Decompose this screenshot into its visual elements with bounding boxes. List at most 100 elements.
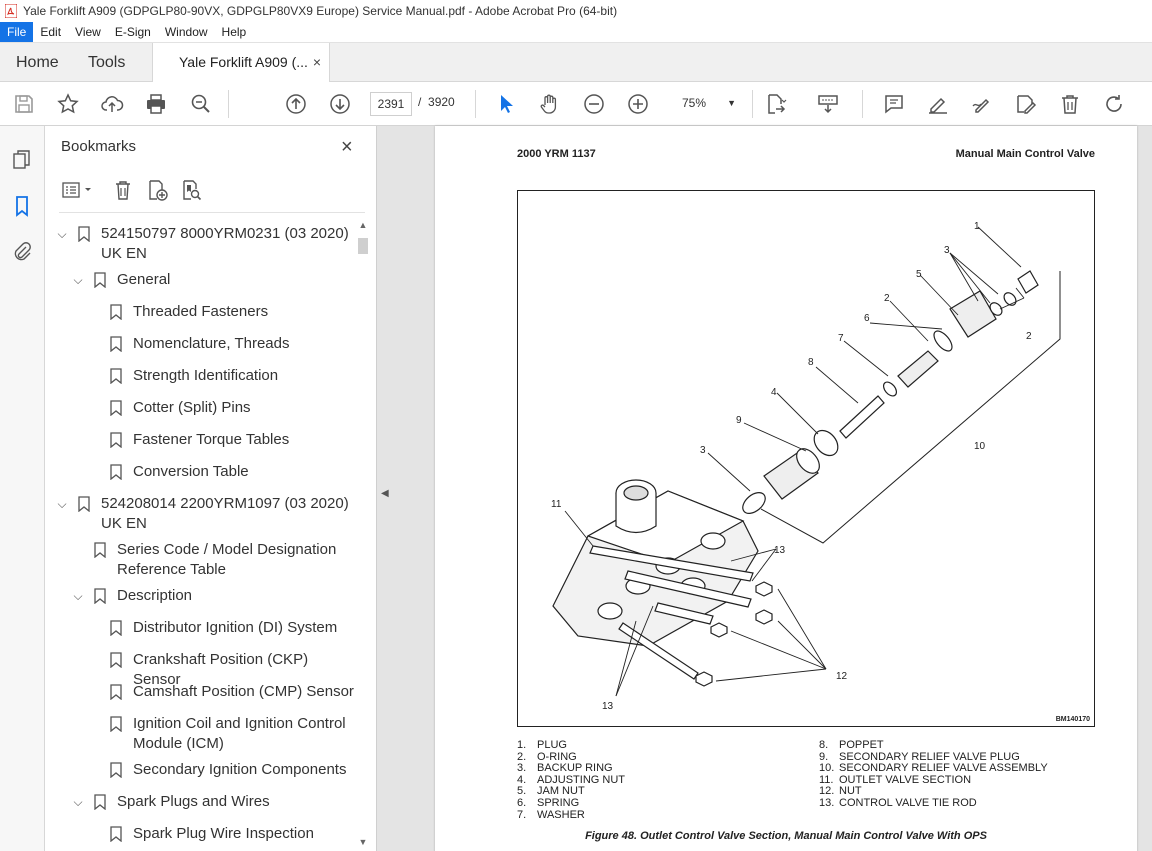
bookmark-item-524150797[interactable]: ⌵ 524150797 8000YRM0231 (03 2020) UK EN <box>45 224 355 264</box>
bookmark-item-spark-plugs[interactable]: ⌵ Spark Plugs and Wires <box>45 792 355 812</box>
new-bookmark-icon[interactable] <box>143 176 171 204</box>
zoom-search-icon[interactable] <box>187 90 215 118</box>
bookmark-label: Spark Plugs and Wires <box>117 793 270 810</box>
bookmark-options-icon[interactable] <box>59 176 97 204</box>
star-icon[interactable] <box>54 90 82 118</box>
page-number-input[interactable]: 2391 <box>370 92 412 116</box>
legend-number: 5. <box>517 785 527 798</box>
bookmark-icon <box>94 542 106 558</box>
bookmark-item-cmp-sensor[interactable]: Camshaft Position (CMP) Sensor <box>45 682 355 702</box>
chevron-down-icon[interactable]: ⌵ <box>73 273 83 287</box>
delete-icon[interactable] <box>1056 90 1084 118</box>
chevron-down-icon[interactable]: ⌵ <box>57 227 67 241</box>
chevron-down-icon[interactable]: ⌵ <box>57 497 67 511</box>
highlight-pen-icon[interactable] <box>924 90 952 118</box>
comment-icon[interactable] <box>880 90 908 118</box>
legend-row: 8.POPPET <box>819 739 1048 752</box>
figure-caption: Figure 48. Outlet Control Valve Section,… <box>585 830 987 842</box>
bookmark-item-conversion-table[interactable]: Conversion Table <box>45 462 355 482</box>
zoom-level-value: 75% <box>682 96 707 110</box>
bookmark-item-threaded-fasteners[interactable]: Threaded Fasteners <box>45 302 355 322</box>
scroll-up-icon[interactable]: ▲ <box>358 220 368 230</box>
tab-document[interactable]: Yale Forklift A909 (... × <box>152 43 330 83</box>
callout-label: 9 <box>736 415 742 426</box>
bookmark-item-series-code[interactable]: Series Code / Model Designation Referenc… <box>45 540 355 580</box>
attachment-paperclip-icon[interactable] <box>8 238 36 266</box>
bookmark-item-spark-plug-wire[interactable]: Spark Plug Wire Inspection <box>45 824 355 844</box>
bookmark-item-description[interactable]: ⌵ Description <box>45 586 355 606</box>
legend-row: 1.PLUG <box>517 739 625 752</box>
bookmark-scrollbar[interactable]: ▲ ▼ <box>355 220 371 851</box>
select-cursor-icon[interactable] <box>492 90 520 118</box>
chevron-down-icon[interactable]: ⌵ <box>73 795 83 809</box>
print-icon[interactable] <box>142 90 170 118</box>
legend-row: 11.OUTLET VALVE SECTION <box>819 774 1048 787</box>
tab-home[interactable]: Home <box>16 54 59 71</box>
menu-window[interactable]: Window <box>164 25 208 39</box>
menu-view[interactable]: View <box>75 25 101 39</box>
bookmark-icon <box>110 684 122 700</box>
legend-text: SECONDARY RELIEF VALVE ASSEMBLY <box>839 762 1048 775</box>
bookmark-item-secondary-ignition[interactable]: Secondary Ignition Components <box>45 760 355 780</box>
find-bookmark-icon[interactable] <box>177 176 205 204</box>
bookmark-label: General <box>117 271 171 288</box>
legend-text: O-RING <box>537 750 577 763</box>
tab-tools[interactable]: Tools <box>88 54 126 71</box>
menu-help[interactable]: Help <box>221 25 247 39</box>
scrollbar-thumb[interactable] <box>358 238 368 254</box>
hand-tool-icon[interactable] <box>536 90 564 118</box>
page-up-icon[interactable] <box>282 90 310 118</box>
menu-esign[interactable]: E-Sign <box>114 25 151 39</box>
toolbar: 2391 / 3920 75%▼ <box>0 82 1152 126</box>
page-down-icon[interactable] <box>326 90 354 118</box>
rotate-icon[interactable] <box>1100 90 1128 118</box>
menu-bar: File Edit View E-Sign Window Help <box>0 22 1152 42</box>
callout-label: 13 <box>774 545 786 556</box>
toolbar-divider <box>752 90 753 118</box>
upload-cloud-icon[interactable] <box>98 90 126 118</box>
callout-label: 11 <box>551 499 562 510</box>
save-icon[interactable] <box>10 90 38 118</box>
bookmark-item-nomenclature[interactable]: Nomenclature, Threads <box>45 334 355 354</box>
panel-close-icon[interactable]: × <box>341 136 353 158</box>
bookmark-label-line2: UK EN <box>101 515 147 532</box>
tab-close-icon[interactable]: × <box>312 54 321 70</box>
fit-page-icon[interactable] <box>762 90 790 118</box>
legend-row: 7.WASHER <box>517 809 625 822</box>
bookmark-icon <box>78 226 90 242</box>
scroll-down-icon[interactable]: ▼ <box>358 837 368 847</box>
bookmark-item-general[interactable]: ⌵ General <box>45 270 355 290</box>
bookmark-icon <box>110 464 122 480</box>
zoom-in-icon[interactable] <box>624 90 652 118</box>
chevron-down-icon[interactable]: ⌵ <box>73 589 83 603</box>
document-viewer[interactable]: ◀ 2000 YRM 1137 Manual Main Control Valv… <box>377 126 1152 851</box>
callout-label: 10 <box>974 441 986 452</box>
collapse-panel-icon[interactable]: ◀ <box>381 488 389 499</box>
bookmark-icon <box>110 368 122 384</box>
draw-freehand-icon[interactable] <box>968 90 996 118</box>
page-header-left: 2000 YRM 1137 <box>517 148 596 160</box>
title-bar: Yale Forklift A909 (GDPGLP80-90VX, GDPGL… <box>0 0 1152 22</box>
zoom-out-icon[interactable] <box>580 90 608 118</box>
edit-text-icon[interactable] <box>1012 90 1040 118</box>
callout-label: 8 <box>808 357 814 368</box>
bookmark-panel-icon[interactable] <box>8 192 36 220</box>
bookmark-item-torque-tables[interactable]: Fastener Torque Tables <box>45 430 355 450</box>
bookmark-item-ignition-coil[interactable]: Ignition Coil and Ignition Control Modul… <box>45 714 355 754</box>
legend-row: 3.BACKUP RING <box>517 763 625 775</box>
delete-bookmark-icon[interactable] <box>109 176 137 204</box>
parts-legend-right: 8.POPPET 9.SECONDARY RELIEF VALVE PLUG 1… <box>819 739 1048 810</box>
bookmark-label: Conversion Table <box>133 463 249 480</box>
bookmark-label: 524150797 8000YRM0231 (03 2020) <box>101 225 349 242</box>
bookmark-item-distributor-ignition[interactable]: Distributor Ignition (DI) System <box>45 618 355 638</box>
bookmark-item-ckp-sensor[interactable]: Crankshaft Position (CKP) Sensor <box>45 650 355 688</box>
scroll-mode-icon[interactable] <box>814 90 842 118</box>
bookmark-item-cotter-pins[interactable]: Cotter (Split) Pins <box>45 398 355 418</box>
bookmark-item-524208014[interactable]: ⌵ 524208014 2200YRM1097 (03 2020) UK EN <box>45 494 355 534</box>
pages-thumbnail-icon[interactable] <box>8 146 36 174</box>
legend-row: 5.JAM NUT <box>517 786 625 798</box>
zoom-level-select[interactable]: 75%▼ <box>668 92 742 116</box>
menu-edit[interactable]: Edit <box>40 25 62 39</box>
menu-file[interactable]: File <box>0 22 34 42</box>
bookmark-item-strength[interactable]: Strength Identification <box>45 366 355 386</box>
